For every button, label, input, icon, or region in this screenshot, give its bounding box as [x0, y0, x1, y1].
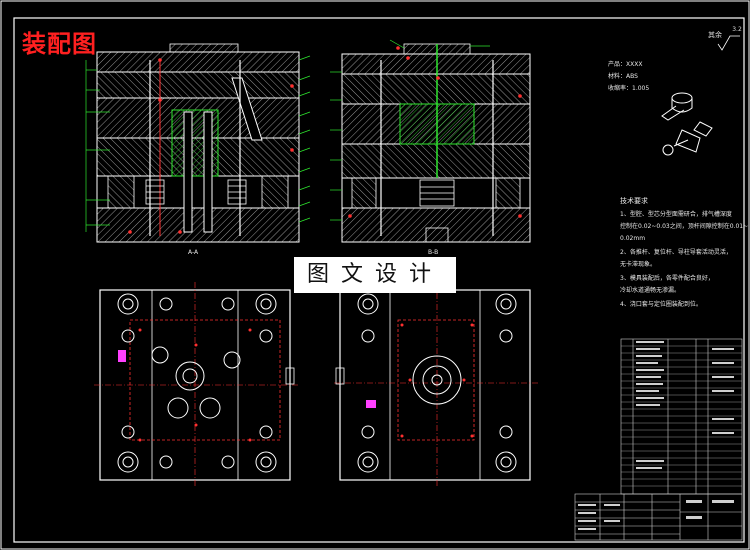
- product-name: 产品：XXXX: [608, 61, 643, 68]
- tech-req-line-2: 控制在0.02~0.03之间，顶杆间隙控制在0.01~: [620, 223, 749, 230]
- watermark-banner: 图文设计: [294, 257, 456, 293]
- tech-requirements-heading: 技术要求: [620, 197, 648, 205]
- part-preview-icon: [661, 92, 713, 156]
- drawing-title: 装配图: [22, 30, 97, 58]
- section-label-right: B-B: [428, 249, 439, 256]
- roughness-symbol-icon: [717, 35, 740, 51]
- product-shrink-rate: 收缩率：1.005: [608, 85, 650, 92]
- section-view-right: [330, 39, 531, 243]
- product-material: 材料：ABS: [608, 73, 638, 80]
- bom-cell-text: [636, 341, 734, 469]
- roughness-prefix: 其余: [708, 31, 722, 39]
- title-block-text: [578, 500, 734, 530]
- bom-table: [620, 338, 743, 495]
- tech-req-line-6: 3、模具装配后，各零件配合良好，: [620, 275, 714, 282]
- plan-view-right: [334, 282, 540, 488]
- bom-rows: [621, 345, 742, 487]
- roughness-note: 其余 3.2: [708, 26, 742, 40]
- tech-req-line-1: 1、型腔、型芯分型面需研合，排气槽深度: [620, 211, 732, 218]
- section-label-left: A-A: [188, 249, 199, 256]
- section-view-left: [85, 43, 311, 243]
- title-block: [574, 493, 743, 541]
- tech-req-line-3: 0.02mm: [620, 235, 646, 242]
- plan-view-left: [94, 282, 300, 488]
- tech-req-line-4: 2、各推杆、复位杆、导柱导套活动灵活，: [620, 249, 732, 256]
- tech-req-line-8: 4、浇口套与定位圈装配到位。: [620, 301, 702, 308]
- tech-req-line-5: 无卡滞现象。: [620, 261, 657, 268]
- tech-req-line-7: 冷却水道通畅无渗漏。: [620, 287, 681, 294]
- roughness-value: 3.2: [732, 26, 742, 33]
